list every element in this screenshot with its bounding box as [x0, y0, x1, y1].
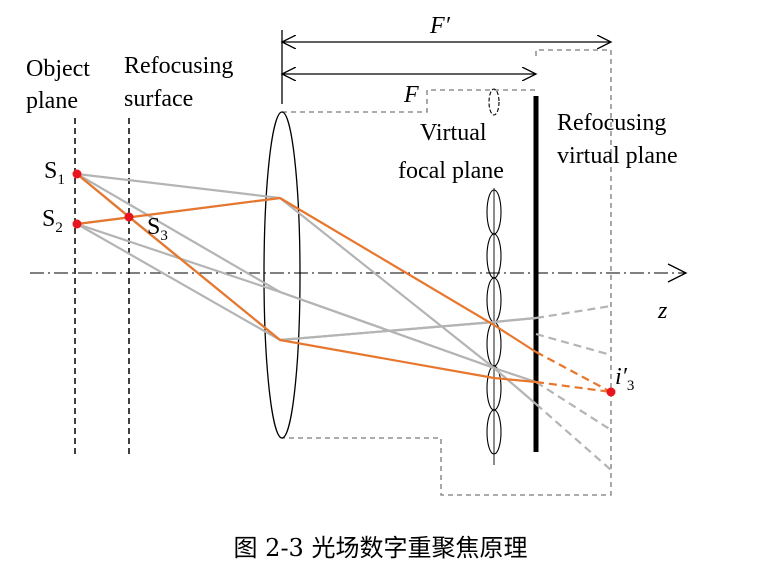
refocusing-surface-label-1: Refocusing	[124, 53, 233, 79]
point-s3	[124, 212, 134, 222]
gray-dashed-rays	[535, 304, 612, 471]
microlens-array	[486, 88, 502, 465]
refocusing-surface-label-2: surface	[124, 86, 193, 112]
s1-label: S1	[44, 158, 65, 188]
s3-label: S3	[147, 214, 168, 244]
main-lens	[263, 111, 301, 439]
s2-label: S2	[42, 206, 63, 236]
refocusing-virtual-plane-label-1: Refocusing	[557, 110, 666, 136]
optical-axis-arrow	[667, 263, 688, 283]
object-plane-label-2: plane	[26, 88, 78, 114]
orange-rays	[76, 173, 537, 384]
z-axis-label: z	[657, 298, 668, 324]
point-s2	[72, 219, 82, 229]
gray-rays	[76, 172, 537, 405]
orange-dashed-rays	[535, 351, 612, 394]
dashed-frame	[282, 49, 612, 496]
f-prime-label: F′	[429, 13, 451, 39]
figure-caption: 图 2-3 光场数字重聚焦原理	[233, 534, 528, 562]
object-plane-label-1: Object	[26, 56, 90, 82]
point-s1	[72, 169, 82, 179]
i3-label: i′3	[615, 364, 634, 394]
refocusing-virtual-plane-label-2: virtual plane	[557, 143, 678, 169]
f-label: F	[403, 82, 419, 108]
point-i3	[606, 387, 616, 397]
virtual-focal-plane-label-1: Virtual	[420, 120, 487, 146]
virtual-focal-plane-label-2: focal plane	[398, 158, 504, 184]
